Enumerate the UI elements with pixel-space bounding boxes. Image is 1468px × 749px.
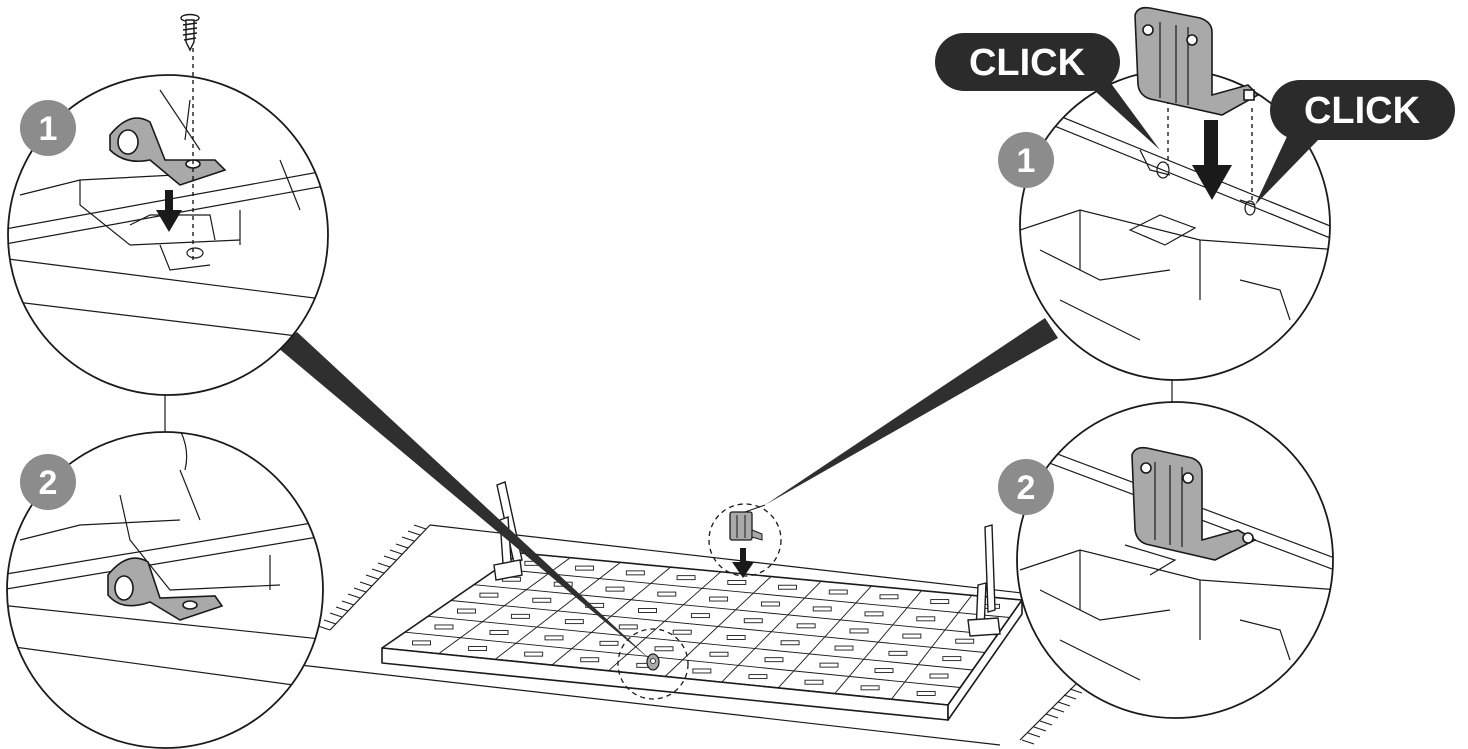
base-panel	[382, 553, 1022, 720]
click-label: CLICK	[969, 42, 1086, 84]
click-label: CLICK	[1304, 90, 1421, 132]
screw-icon	[181, 15, 199, 51]
step-number: 2	[1017, 469, 1036, 507]
step-badge-left-top: 1	[20, 100, 76, 156]
step-number: 1	[39, 110, 58, 148]
detail-circle-left-top	[0, 40, 330, 395]
step-number: 1	[1017, 142, 1036, 180]
floor-hatch-left	[318, 525, 426, 630]
step-badge-right-bottom: 2	[998, 459, 1054, 515]
support-bracket	[1135, 8, 1258, 115]
mini-bracket	[730, 512, 762, 540]
detail-circle-right-bottom	[1017, 402, 1340, 718]
leg-frame-right	[968, 525, 1000, 636]
leader-line-right	[745, 505, 765, 512]
step-badge-left-bottom: 2	[20, 454, 76, 510]
step-badge-right-top: 1	[998, 132, 1054, 188]
step-number: 2	[39, 464, 58, 502]
